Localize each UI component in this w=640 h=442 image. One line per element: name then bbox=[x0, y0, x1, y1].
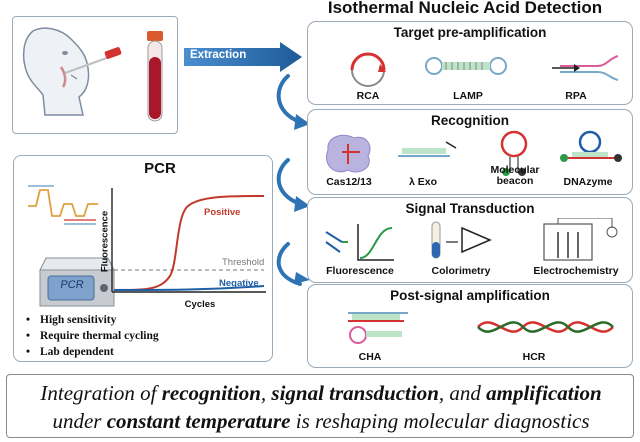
lambda-exo-icon bbox=[398, 141, 457, 157]
panel-title: Target pre-amplification bbox=[393, 25, 547, 40]
summary-emphasis: amplification bbox=[486, 381, 602, 405]
summary-text: is reshaping molecular diagnostics bbox=[290, 409, 590, 433]
bullet-item: Require thermal cycling bbox=[26, 330, 159, 342]
recognition-panel: Recognition Cas12/13 λ Exo Molecular bea… bbox=[307, 109, 633, 195]
workflow-curved-arrows bbox=[276, 74, 310, 286]
cas-label: Cas12/13 bbox=[326, 176, 372, 188]
summary-emphasis: recognition bbox=[161, 381, 261, 405]
rpa-label: RPA bbox=[565, 90, 587, 102]
threshold-label: Threshold bbox=[222, 257, 265, 268]
fluorescence-icon bbox=[325, 224, 394, 261]
dnazyme-icon bbox=[560, 130, 622, 162]
amplification-curve-chart bbox=[111, 188, 266, 293]
summary-emphasis: constant temperature bbox=[106, 409, 291, 433]
device-label: PCR bbox=[59, 279, 85, 291]
sample-collection-illustration bbox=[22, 27, 163, 122]
pcr-title: PCR bbox=[144, 160, 176, 177]
dnazyme-label: DNAzyme bbox=[563, 176, 613, 188]
summary-line-2: under constant temperature is reshaping … bbox=[7, 409, 635, 434]
rca-icon bbox=[350, 52, 386, 87]
main-title: Isothermal Nucleic Acid Detection bbox=[327, 0, 603, 17]
summary-text: Integration of bbox=[40, 381, 162, 405]
chart-ylabel: Fluorescence bbox=[99, 210, 111, 273]
summary-line-1: Integration of recognition, signal trans… bbox=[7, 381, 635, 406]
lamp-icon bbox=[425, 57, 507, 75]
rpa-icon bbox=[552, 55, 619, 81]
bullet-item: High sensitivity bbox=[26, 314, 116, 326]
colorimetry-icon bbox=[431, 221, 492, 259]
extraction-arrow-icon bbox=[184, 42, 302, 72]
signal-transduction-panel: Signal Transduction Fluorescence Colorim… bbox=[307, 197, 633, 283]
electrochemistry-icon bbox=[543, 218, 618, 261]
fluorescence-label: Fluorescence bbox=[326, 265, 394, 277]
molecular-beacon-label: Molecular beacon bbox=[490, 164, 540, 187]
post-signal-amplification-panel: Post-signal amplification CHA HCR bbox=[307, 284, 633, 368]
lambda-exo-label: λ Exo bbox=[408, 176, 437, 188]
summary-text: , bbox=[260, 381, 272, 405]
curved-arrow-icon bbox=[276, 242, 302, 286]
curved-arrow-icon bbox=[276, 74, 302, 124]
panel-title: Signal Transduction bbox=[405, 201, 535, 216]
chart-xlabel: Cycles bbox=[184, 299, 216, 310]
lamp-label: LAMP bbox=[453, 90, 483, 102]
colorimetry-label: Colorimetry bbox=[431, 265, 491, 277]
panel-title: Recognition bbox=[431, 113, 509, 128]
summary-text: , and bbox=[438, 381, 487, 405]
hcr-label: HCR bbox=[522, 351, 546, 363]
summary-text: under bbox=[52, 409, 107, 433]
target-preamplification-panel: Target pre-amplification RCA LAMP RPA bbox=[307, 21, 633, 105]
positive-label: Positive bbox=[204, 207, 241, 218]
curved-arrow-icon bbox=[276, 158, 302, 206]
cas-protein-icon bbox=[326, 134, 371, 173]
cha-icon bbox=[348, 312, 408, 344]
extraction-label: Extraction bbox=[190, 49, 247, 61]
panel-title: Post-signal amplification bbox=[390, 288, 550, 303]
negative-label: Negative bbox=[219, 278, 259, 289]
summary-box: Integration of recognition, signal trans… bbox=[6, 374, 634, 438]
positive-curve bbox=[113, 195, 265, 291]
cha-label: CHA bbox=[358, 351, 382, 363]
hcr-icon bbox=[477, 321, 614, 333]
molecular-beacon-icon bbox=[500, 130, 528, 176]
negative-curve bbox=[113, 285, 265, 291]
blood-tube-icon bbox=[147, 31, 163, 122]
nasal-swab-icon bbox=[64, 47, 122, 74]
thermal-cycling-plot bbox=[28, 185, 98, 225]
sample-collection-panel bbox=[12, 16, 178, 134]
rca-label: RCA bbox=[356, 90, 380, 102]
person-head-icon bbox=[22, 27, 90, 116]
thermocycler-icon bbox=[39, 257, 115, 307]
electrochemistry-label: Electrochemistry bbox=[533, 265, 619, 277]
summary-emphasis: signal transduction bbox=[271, 381, 439, 405]
bullet-item: Lab dependent bbox=[26, 346, 114, 358]
